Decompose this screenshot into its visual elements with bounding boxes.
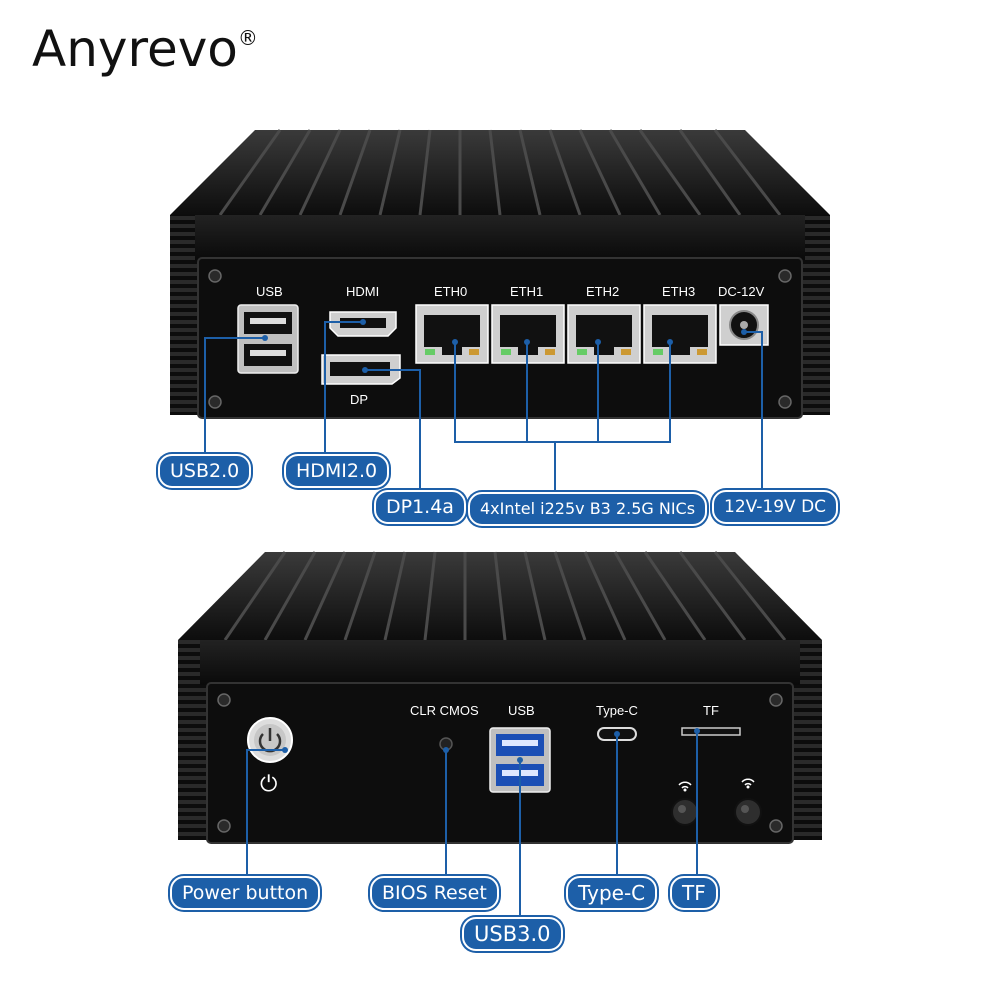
front-unit — [170, 129, 830, 492]
callout-nics: 4xIntel i225v B3 2.5G NICs — [468, 492, 708, 526]
power-button-graphic — [247, 717, 293, 763]
callout-bios-reset: BIOS Reset — [370, 876, 499, 910]
callout-typec: Type-C — [566, 876, 658, 910]
rear-unit — [178, 551, 822, 917]
front-dc-jack — [719, 304, 769, 346]
front-label-dc: DC-12V — [718, 284, 765, 299]
callout-usb3: USB3.0 — [462, 917, 563, 951]
front-heatsink-top — [170, 130, 830, 215]
front-label-dp: DP — [350, 392, 369, 407]
callout-tf: TF — [670, 876, 718, 910]
registered-mark: ® — [237, 26, 258, 50]
front-label-hdmi: HDMI — [346, 284, 380, 299]
rear-leader-lines — [246, 731, 698, 917]
antenna-connectors — [671, 778, 762, 826]
callout-hdmi2: HDMI2.0 — [284, 454, 390, 488]
front-dp-port — [321, 354, 401, 385]
brand-logo: Anyrevo® — [32, 20, 258, 78]
callout-power-button: Power button — [170, 876, 321, 910]
rear-label-clr-cmos: CLR CMOS — [410, 703, 479, 718]
rear-label-tf: TF — [703, 703, 719, 718]
front-label-eth2: ETH2 — [586, 284, 620, 299]
front-label-eth0: ETH0 — [434, 284, 468, 299]
front-label-eth3: ETH3 — [662, 284, 696, 299]
callout-dp: DP1.4a — [374, 490, 466, 524]
rear-label-typec: Type-C — [596, 703, 638, 718]
front-label-usb: USB — [256, 284, 283, 299]
callout-usb2: USB2.0 — [158, 454, 252, 488]
rear-label-usb: USB — [508, 703, 535, 718]
rear-heatsink-fins — [223, 551, 787, 641]
front-label-eth1: ETH1 — [510, 284, 544, 299]
tf-slot — [681, 727, 741, 736]
power-icon: ⏻ — [260, 772, 278, 797]
front-usb-ports — [237, 304, 299, 374]
brand-name: Anyrevo — [32, 20, 238, 78]
front-heatsink-fins — [218, 129, 782, 216]
callout-dc: 12V-19V DC — [712, 490, 839, 524]
front-leader-lines — [204, 321, 763, 492]
